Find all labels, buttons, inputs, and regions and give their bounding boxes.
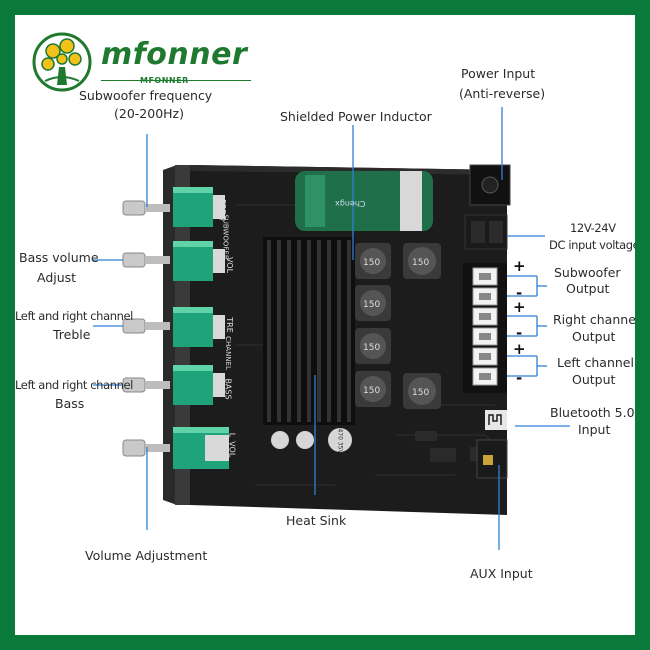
capacitor-brand: Chengx — [335, 199, 366, 208]
minus-mark: - — [516, 369, 523, 387]
label-right-output-1: Right channel — [553, 312, 635, 327]
board-label-l-vol: L_VOL — [227, 432, 237, 458]
label-power-input-note: (Anti-reverse) — [459, 86, 546, 101]
label-subwoofer-output-1: Subwoofer — [554, 265, 621, 280]
small-capacitors — [271, 428, 352, 452]
callout-lines — [93, 107, 570, 550]
inductor — [355, 328, 391, 364]
inductor-value: 150 — [363, 386, 381, 396]
capacitor-rating: 470 35V — [336, 428, 344, 454]
subwoofer-vol-knob — [122, 241, 225, 281]
label-subwoofer-output-2: Output — [566, 281, 610, 296]
label-bass-volume: Bass volume — [19, 250, 99, 265]
bluetooth-module — [485, 410, 507, 430]
board-label-channel: CHANNEL — [223, 336, 232, 370]
product-image-canvas: mfonner MFONNER FREQ SUBWOOFER VOL TRE C… — [15, 15, 635, 635]
dc-terminal — [464, 214, 508, 250]
aux-jack — [476, 439, 508, 479]
plus-mark: + — [513, 340, 526, 358]
label-left-output-1: Left channel — [557, 355, 634, 370]
heat-sink — [263, 237, 355, 425]
label-aux-input: AUX Input — [470, 566, 533, 581]
board-label-bass: BASS — [223, 378, 233, 400]
inductor — [355, 243, 391, 279]
electrolytic-capacitor — [295, 171, 433, 231]
inductor-value: 150 — [412, 388, 430, 398]
inductor-value: 150 — [363, 343, 381, 353]
board-label-tre: TRE — [224, 317, 234, 333]
plus-mark: + — [513, 298, 526, 316]
label-treble-line1: Left and right channel — [15, 309, 133, 323]
shielded-inductors — [355, 243, 441, 409]
volume-knob — [122, 427, 229, 469]
inductor — [355, 285, 391, 321]
label-bluetooth-1: Bluetooth 5.0 — [550, 405, 635, 420]
tree-logo-icon — [32, 32, 92, 92]
inductor — [403, 243, 441, 279]
label-dc-voltage: 12V-24V — [570, 221, 616, 235]
label-treble-line2: Treble — [53, 327, 91, 342]
label-left-output-2: Output — [572, 372, 616, 387]
output-terminals — [463, 263, 507, 393]
label-volume-adjustment: Volume Adjustment — [85, 548, 208, 563]
potentiometers — [122, 187, 229, 469]
inductor-value: 150 — [363, 258, 381, 268]
brand-subtitle: MFONNER — [140, 76, 189, 85]
board-illustration — [32, 32, 570, 550]
board-label-subwoofer: SUBWOOFER — [221, 214, 230, 260]
power-jack — [469, 164, 511, 206]
freq-knob — [122, 187, 225, 227]
bass-knob — [122, 365, 225, 405]
label-shielded-inductor: Shielded Power Inductor — [280, 109, 432, 124]
label-bluetooth-2: Input — [578, 422, 611, 437]
brand-wordmark: mfonner — [101, 37, 248, 72]
board-label-vol: VOL — [225, 256, 235, 274]
label-dc-voltage-note: DC input voltage — [549, 238, 635, 252]
brand-divider — [101, 80, 251, 81]
label-power-input: Power Input — [461, 66, 536, 81]
label-subwoofer-frequency-range: (20-200Hz) — [114, 106, 184, 121]
label-right-output-2: Output — [572, 329, 616, 344]
inductor — [355, 371, 391, 407]
inductor-value: 150 — [412, 258, 430, 268]
inductor-value: 150 — [363, 300, 381, 310]
label-bass-volume-adjust: Adjust — [37, 270, 77, 285]
minus-mark: - — [516, 284, 523, 302]
label-subwoofer-frequency: Subwoofer frequency — [79, 88, 213, 103]
label-bass-line2: Bass — [55, 396, 85, 411]
minus-mark: - — [516, 324, 523, 342]
treble-knob — [122, 307, 225, 347]
inductor — [403, 373, 441, 409]
label-heat-sink: Heat Sink — [286, 513, 347, 528]
label-bass-line1: Left and right channel — [15, 378, 133, 392]
plus-mark: + — [513, 257, 526, 275]
